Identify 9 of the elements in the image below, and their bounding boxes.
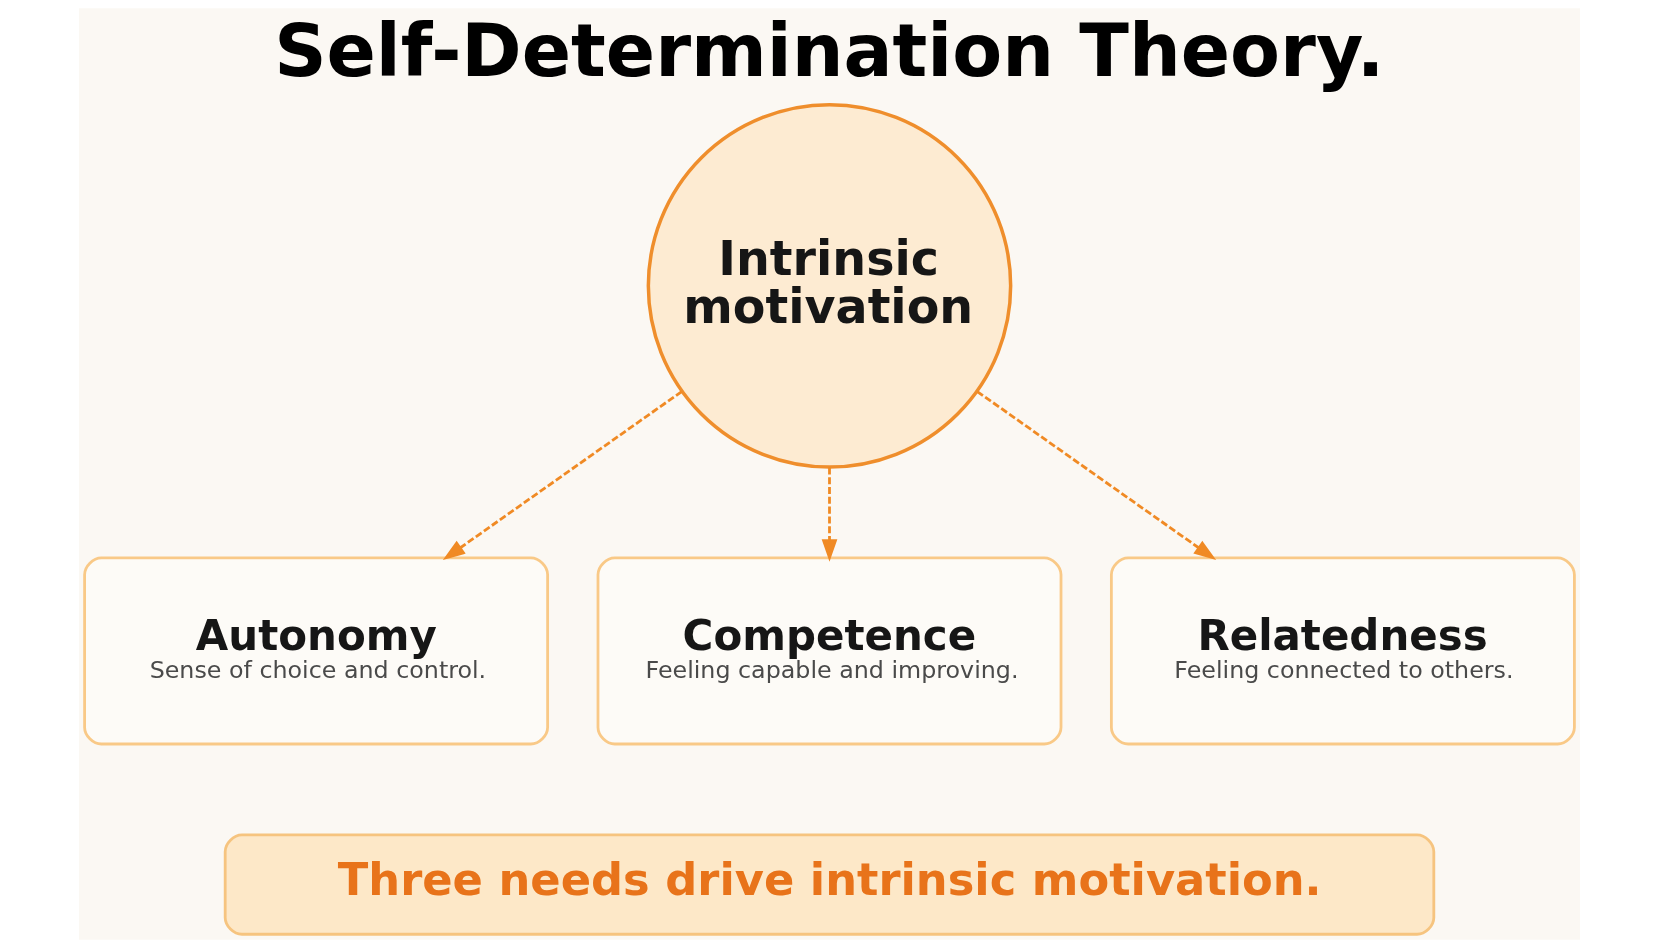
node-box: Competence Feeling capable and improving. bbox=[596, 556, 1063, 746]
diagram-title: Self-Determination Theory. bbox=[274, 8, 1385, 94]
node-box: Three needs drive intrinsic motivation. bbox=[223, 833, 1436, 936]
arrow bbox=[442, 390, 683, 561]
node-box: Autonomy Sense of choice and control. bbox=[83, 556, 550, 746]
arrow bbox=[976, 390, 1217, 561]
node-circle: Intrinsic motivation bbox=[646, 102, 1013, 469]
arrow bbox=[821, 467, 838, 562]
node-box: Relatedness Feeling connected to others. bbox=[1109, 556, 1576, 746]
